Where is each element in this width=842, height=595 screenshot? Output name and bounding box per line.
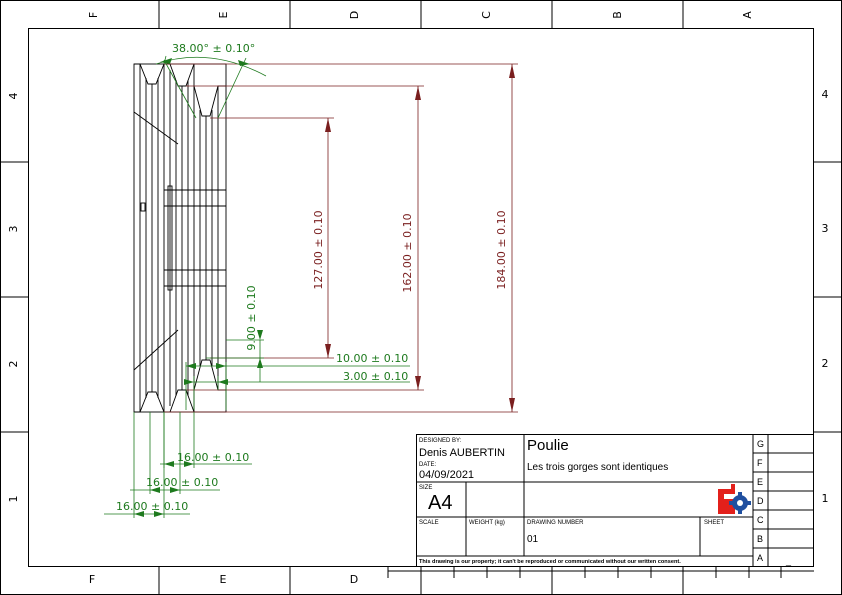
zone-bottom-d: D	[350, 573, 358, 586]
date-label: DATE:	[419, 462, 437, 468]
designed-by-value: Denis AUBERTIN	[419, 447, 505, 459]
drawing-number-value: 01	[527, 534, 539, 545]
size-label: SIZE	[419, 485, 432, 491]
dim-depth-9: 9.00 ± 0.10	[245, 285, 258, 350]
revision-value-b: _	[785, 538, 792, 548]
zone-left-4: 4	[7, 93, 20, 100]
zone-left-2: 2	[7, 361, 20, 368]
zone-bottom-f: F	[89, 573, 95, 586]
revision-letter-g: G	[757, 439, 764, 449]
zone-labels-right: 4 3 2 1	[822, 88, 829, 505]
scale-label: SCALE	[419, 520, 439, 526]
date-value: 04/09/2021	[419, 469, 474, 481]
dim-184: 184.00 ± 0.10	[495, 210, 508, 289]
revision-letter-d: D	[757, 496, 764, 506]
dim-width-16-a: 16.00 ± 0.10	[177, 451, 249, 464]
width-dimensions	[104, 55, 410, 518]
title-block: DESIGNED BY: Denis AUBERTIN DATE: 04/09/…	[416, 434, 814, 567]
dim-angle: 38.00° ± 0.10°	[172, 42, 255, 55]
weight-label: WEIGHT (kg)	[469, 520, 505, 526]
revision-value-g: _	[785, 443, 792, 453]
dim-width-16-c: 16.00 ± 0.10	[116, 500, 188, 513]
zone-labels-bottom: F E D	[89, 573, 358, 586]
revision-letter-f: F	[757, 458, 763, 468]
dim-width-3: 3.00 ± 0.10	[343, 370, 408, 383]
freecad-logo-icon	[718, 484, 751, 514]
dim-127: 127.00 ± 0.10	[312, 210, 325, 289]
zone-top-b: B	[611, 11, 624, 19]
zone-left-1: 1	[7, 496, 20, 503]
revision-table: G _ F _ E _ D _ C _ B _ A _	[757, 439, 792, 566]
dim-162: 162.00 ± 0.10	[401, 213, 414, 292]
revision-value-f: _	[785, 462, 792, 472]
designed-by-label: DESIGNED BY:	[419, 438, 462, 444]
pulley-profile	[133, 63, 227, 413]
dim-width-10: 10.00 ± 0.10	[336, 352, 408, 365]
drawing-title: Poulie	[527, 437, 569, 454]
zone-right-1: 1	[822, 492, 829, 505]
revision-letter-b: B	[757, 534, 763, 544]
dim-width-16-b: 16.00 ± 0.10	[146, 476, 218, 489]
zone-top-f: F	[87, 12, 100, 18]
zone-right-4: 4	[822, 88, 829, 101]
size-value: A4	[428, 492, 452, 514]
zone-top-c: C	[480, 11, 493, 19]
revision-value-d: _	[785, 500, 792, 510]
sheet-label: SHEET	[704, 520, 724, 526]
revision-value-a: _	[785, 556, 792, 566]
zone-right-2: 2	[822, 357, 829, 370]
drawing-number-label: DRAWING NUMBER	[527, 520, 584, 526]
zone-top-e: E	[217, 11, 230, 18]
revision-letter-e: E	[757, 477, 763, 487]
zone-top-d: D	[348, 11, 361, 19]
zone-labels-left: 4 3 2 1	[7, 93, 20, 503]
revision-letter-a: A	[757, 553, 763, 563]
zone-left-3: 3	[7, 226, 20, 233]
disclaimer-text: This drawing is our property; it can't b…	[419, 559, 681, 565]
zone-labels-top: F E D C B A	[87, 11, 754, 19]
revision-value-e: _	[785, 481, 792, 491]
drawing-subtitle: Les trois gorges sont identiques	[527, 462, 668, 473]
zone-right-3: 3	[822, 222, 829, 235]
revision-letter-c: C	[757, 515, 764, 525]
zone-top-a: A	[741, 11, 754, 19]
revision-value-c: _	[785, 519, 792, 529]
zone-bottom-e: E	[220, 573, 227, 586]
